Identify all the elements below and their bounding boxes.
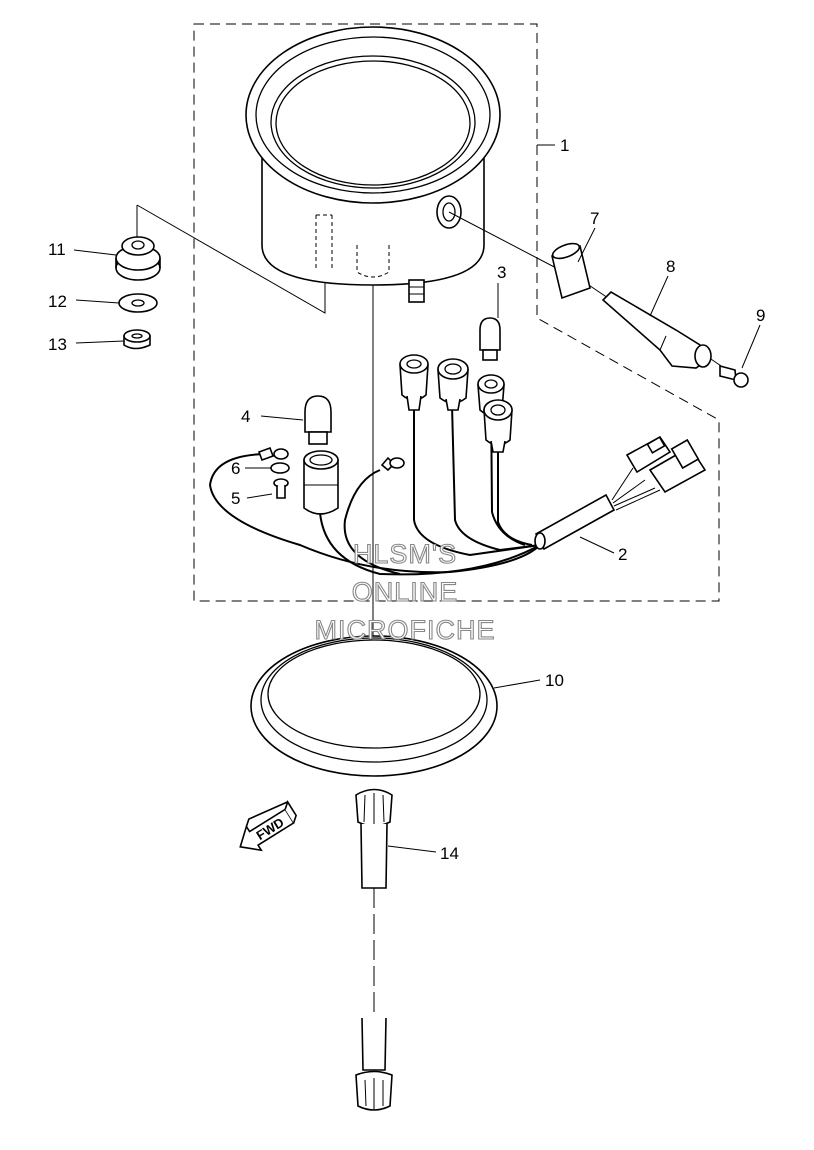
assembly-boundary <box>193 23 720 602</box>
callout-13: 13 <box>48 335 67 354</box>
grommet <box>115 236 161 281</box>
callout-9: 9 <box>756 306 765 325</box>
screw <box>719 364 749 388</box>
callout-leaders <box>73 144 761 853</box>
wire-harness <box>208 354 707 576</box>
callout-5: 5 <box>231 489 240 508</box>
stud-leader-line <box>136 204 326 314</box>
callout-6: 6 <box>231 459 240 478</box>
hole-leader-line <box>448 211 561 271</box>
fwd-arrow-icon: FWD <box>239 800 297 852</box>
small-washer <box>270 462 290 474</box>
nut <box>123 329 151 350</box>
bulb-large <box>304 395 332 445</box>
seal-ring <box>250 635 498 777</box>
socket-tube <box>601 290 712 369</box>
speedometer-cable <box>355 788 393 1111</box>
callout-14: 14 <box>440 844 459 863</box>
meter-housing <box>245 26 501 303</box>
callout-1: 1 <box>560 136 569 155</box>
callout-2: 2 <box>618 545 627 564</box>
watermark-line-3: MICROFICHE <box>315 615 496 645</box>
watermark: HLSM'S ONLINE MICROFICHE <box>314 538 496 645</box>
watermark-line-2: ONLINE <box>352 577 459 607</box>
callout-10: 10 <box>545 671 564 690</box>
callout-7: 7 <box>590 209 599 228</box>
callout-4: 4 <box>241 407 250 426</box>
lamp-socket <box>303 450 339 515</box>
callout-11: 11 <box>48 240 66 259</box>
callout-3: 3 <box>497 263 506 282</box>
small-screw <box>273 478 289 499</box>
bulb-small <box>479 317 501 361</box>
callout-8: 8 <box>666 257 675 276</box>
watermark-line-1: HLSM'S <box>353 539 457 569</box>
callout-12: 12 <box>48 292 67 311</box>
washer <box>118 293 158 313</box>
sleeve <box>551 242 591 300</box>
